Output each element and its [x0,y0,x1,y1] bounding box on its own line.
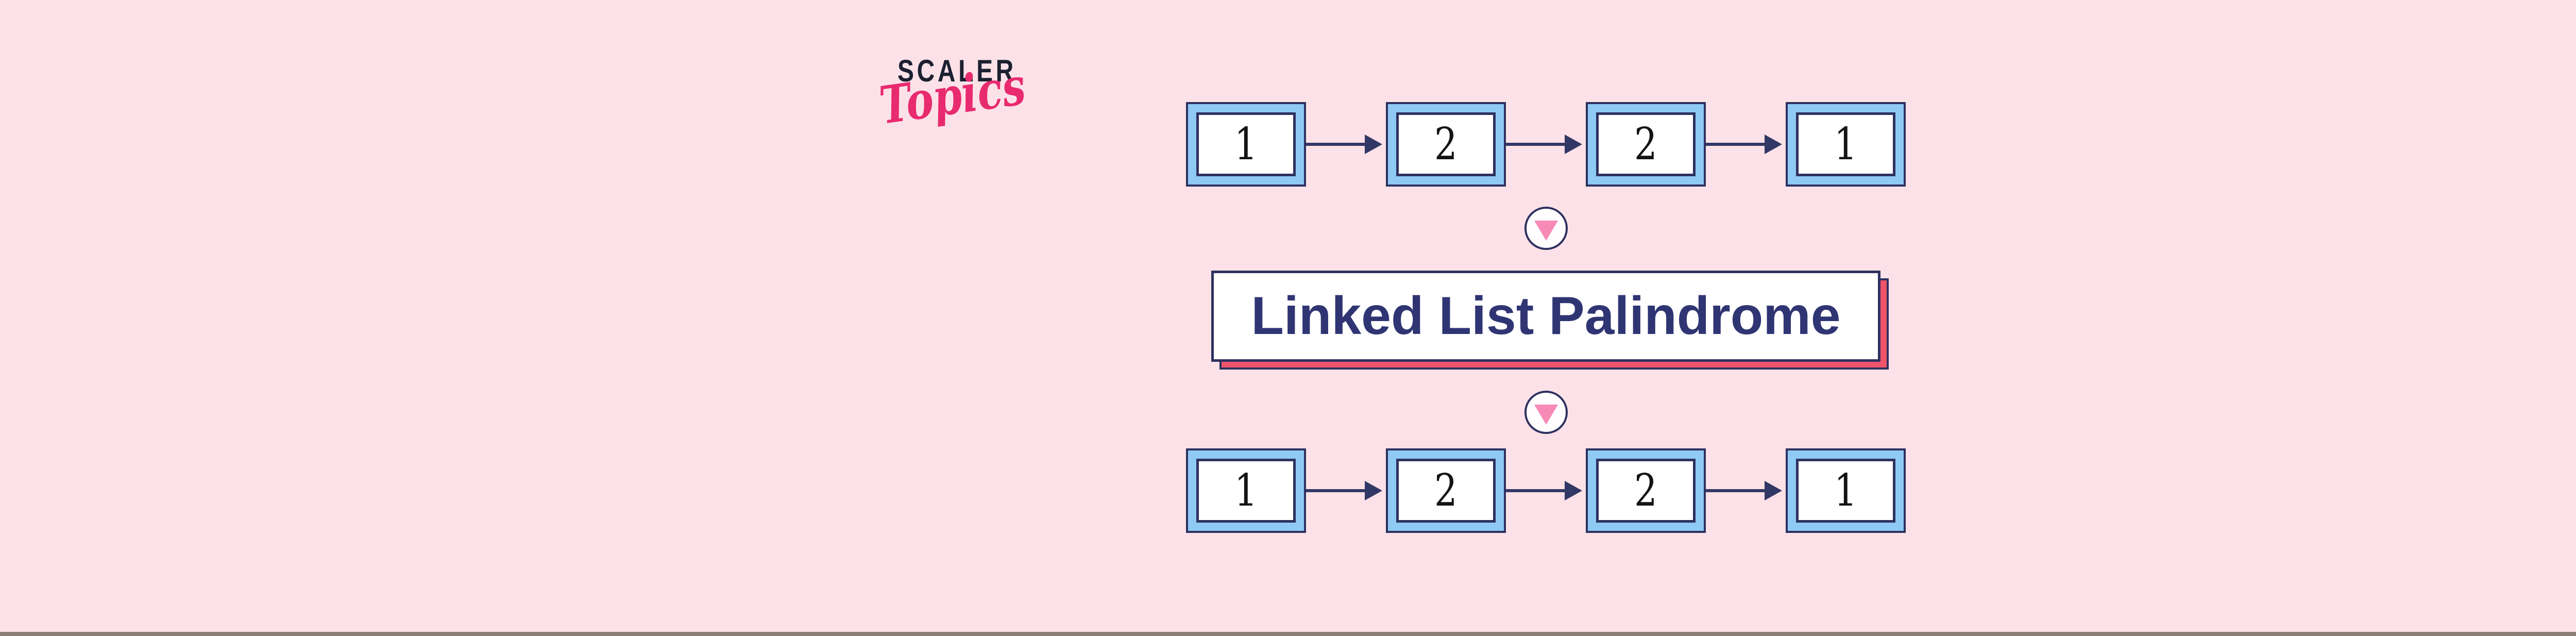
node-value: 2 [1634,465,1657,516]
page-title: Linked List Palindrome [1251,286,1841,346]
triangle-down-glyph [1534,220,1558,241]
node-value: 1 [1234,119,1258,170]
node-value-box: 2 [1396,112,1496,176]
arrow-line [1306,489,1368,492]
list-node: 2 [1586,448,1706,533]
arrow-line [1706,489,1768,492]
arrow-right-icon [1706,102,1786,187]
arrow-right-icon [1506,448,1586,533]
list-node: 2 [1586,102,1706,187]
node-value: 1 [1834,119,1857,170]
node-value-box: 2 [1596,112,1696,176]
triangle-down-glyph [1534,404,1558,425]
down-triangle-icon [1524,207,1568,250]
arrow-head [1365,481,1382,500]
node-value: 2 [1434,465,1458,516]
arrow-line [1706,143,1768,146]
list-node: 1 [1786,102,1906,187]
scaler-topics-logo: SCALER Topics [876,49,1041,178]
logo-brand-text: SCALER [897,54,1016,88]
list-node: 1 [1786,448,1906,533]
arrow-head [1565,135,1582,154]
node-value-box: 2 [1596,459,1696,523]
node-value: 1 [1234,465,1258,516]
arrow-head [1765,481,1782,500]
node-value: 2 [1634,119,1657,170]
node-value: 1 [1834,465,1857,516]
arrow-head [1365,135,1382,154]
list-node: 1 [1186,448,1306,533]
node-value: 2 [1434,119,1458,170]
arrow-right-icon [1306,102,1386,187]
arrow-head [1765,135,1782,154]
node-value-box: 1 [1796,459,1895,523]
arrow-line [1506,143,1568,146]
down-triangle-icon [1524,391,1568,434]
list-node: 2 [1386,448,1506,533]
node-value-box: 1 [1196,112,1296,176]
linked-list-top: 1 2 2 1 [1186,102,1906,187]
arrow-line [1306,143,1368,146]
node-value-box: 1 [1196,459,1296,523]
arrow-right-icon [1706,448,1786,533]
arrow-head [1565,481,1582,500]
title-card-face: Linked List Palindrome [1211,271,1880,362]
list-node: 1 [1186,102,1306,187]
list-node: 2 [1386,102,1506,187]
node-value-box: 1 [1796,112,1895,176]
node-value-box: 2 [1396,459,1496,523]
linked-list-bottom: 1 2 2 1 [1186,448,1906,533]
footer-bar [0,632,2576,636]
title-card: Linked List Palindrome [1211,271,1891,372]
arrow-line [1506,489,1568,492]
arrow-right-icon [1506,102,1586,187]
arrow-right-icon [1306,448,1386,533]
